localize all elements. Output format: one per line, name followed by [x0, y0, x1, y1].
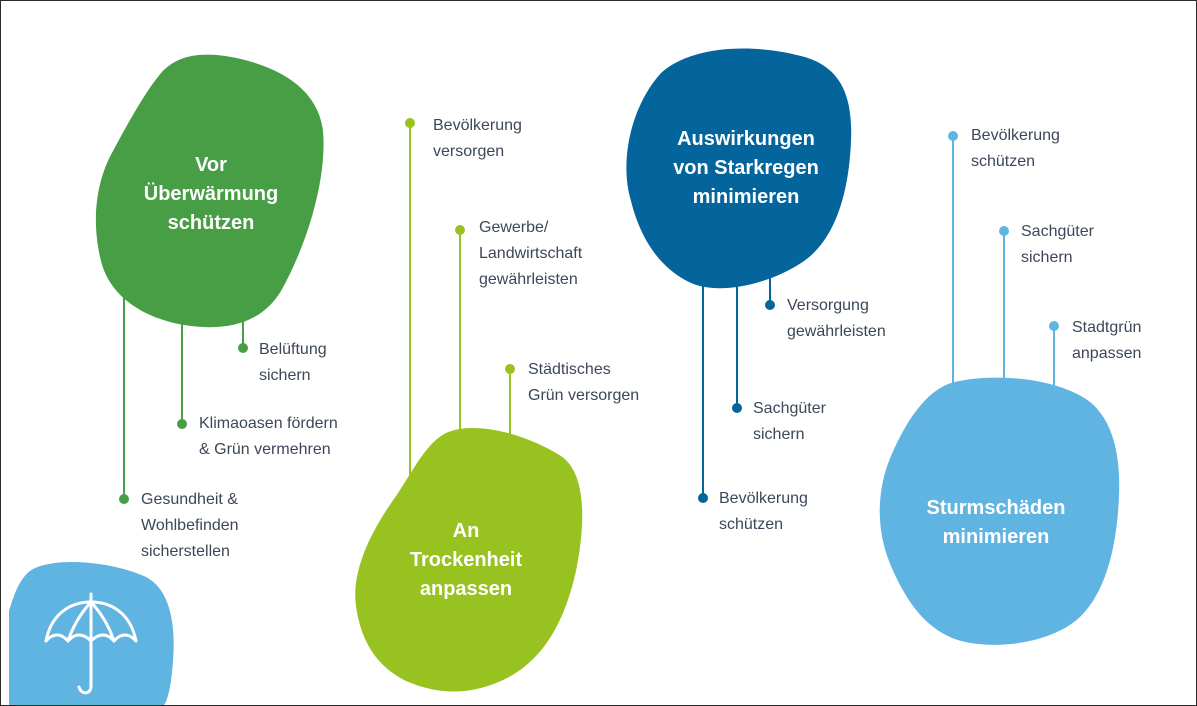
item-label: Bevölkerung schützen [719, 490, 808, 533]
connector-dot [1049, 321, 1059, 331]
connector-dot [732, 403, 742, 413]
shape-storm [879, 377, 1120, 645]
item-label: Sachgüter sichern [753, 400, 826, 443]
item-label: Gesundheit & Wohlbefinden sicherstellen [141, 491, 239, 560]
shape-heavy-rain [626, 48, 852, 289]
item-label: Stadtgrün anpassen [1072, 319, 1142, 362]
connector-dot [455, 225, 465, 235]
connector-dot [698, 493, 708, 503]
connector-dot [119, 494, 129, 504]
item-label: Versorgung gewährleisten [787, 297, 886, 340]
item-label: Städtisches Grün versorgen [528, 361, 640, 404]
connector-dot [948, 131, 958, 141]
item-label: Bevölkerung schützen [971, 127, 1060, 170]
item-label: Bevölkerung versorgen [433, 117, 522, 160]
item-label: Klimaoasen fördern & Grün vermehren [199, 415, 338, 458]
item-label: Sachgüter sichern [1021, 223, 1094, 266]
shape-overwarming [95, 54, 324, 328]
connector-dot [765, 300, 775, 310]
umbrella-icon [44, 592, 138, 695]
shape-title-overwarming: Vor Überwärmung schützen [143, 154, 279, 234]
connector-dot [405, 118, 415, 128]
shape-title-drought: An Trockenheit anpassen [409, 520, 523, 600]
shape-title-heavy-rain: Auswirkungen von Starkregen minimieren [673, 128, 819, 208]
shape-title-storm: Sturmschäden minimieren [926, 497, 1066, 548]
connector-dot [238, 343, 248, 353]
connector-dot [177, 419, 187, 429]
item-label: Gewerbe/ Landwirtschaft gewährleisten [479, 219, 583, 288]
shape-drought [355, 427, 583, 692]
item-label: Belüftung sichern [259, 341, 327, 384]
connector-dot [999, 226, 1009, 236]
connector-dot [505, 364, 515, 374]
